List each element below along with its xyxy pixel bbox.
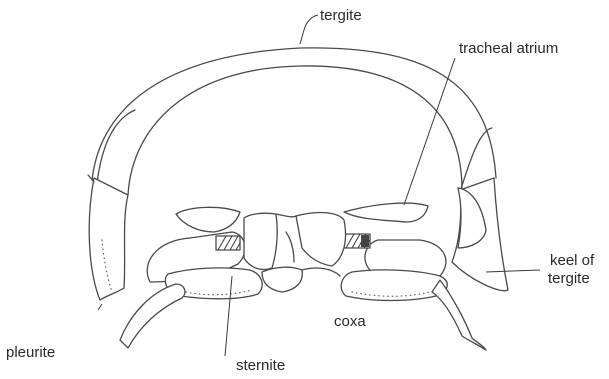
coxa-shape — [262, 267, 340, 292]
tergite-shape — [92, 48, 496, 195]
pleurite-leader — [98, 304, 102, 310]
label-coxa: coxa — [334, 313, 366, 330]
label-tracheal-atrium: tracheal atrium — [459, 40, 558, 57]
label-tergite: tergite — [320, 7, 362, 24]
right-leg — [341, 270, 486, 350]
tracheal-atrium-left — [216, 236, 240, 250]
left-leg — [120, 268, 262, 348]
pleurite-shape — [88, 175, 128, 300]
tergite-leader — [300, 15, 318, 44]
label-pleurite: pleurite — [6, 344, 55, 361]
label-keel-of-tergite-line2: tergite — [548, 270, 590, 287]
tracheal-atrium-right — [344, 234, 370, 248]
keel-of-tergite-shape — [452, 178, 508, 291]
tracheal-atrium-leader — [404, 58, 455, 205]
label-sternite: sternite — [236, 357, 285, 374]
label-keel-of-tergite-line1: keel of — [550, 252, 595, 269]
sternite-shape — [244, 213, 346, 270]
